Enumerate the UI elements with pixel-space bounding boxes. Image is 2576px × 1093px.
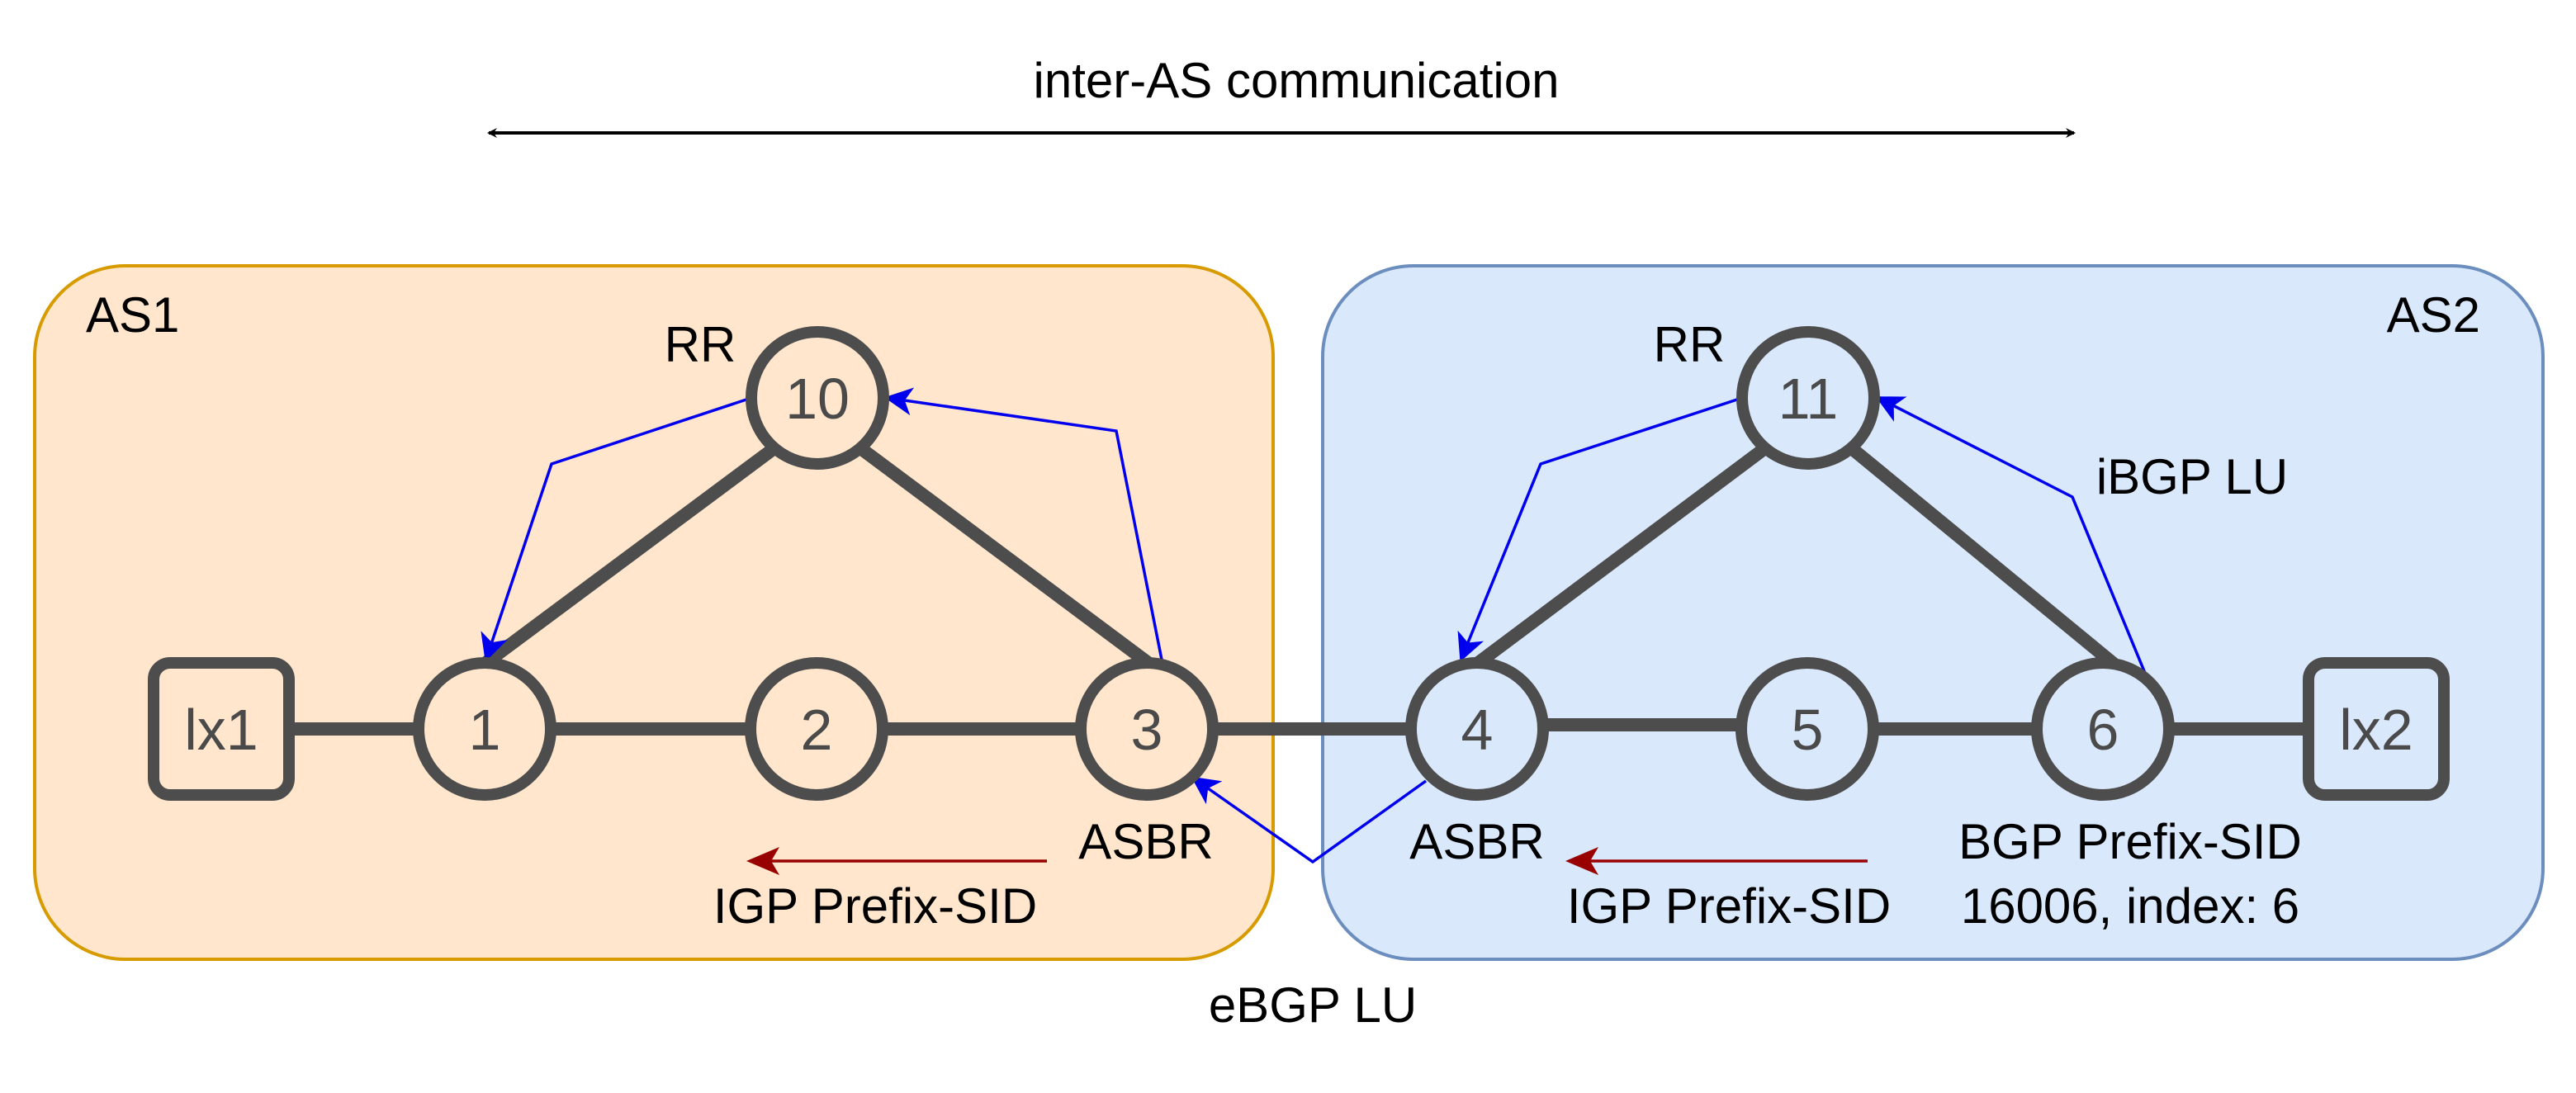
router-1-label: 1 xyxy=(469,698,501,762)
asbr-label-as1: ASBR xyxy=(1078,814,1213,869)
bgp-arrow-10-to-1 xyxy=(481,396,752,662)
bgp-arrow-4-to-3 xyxy=(1191,776,1428,864)
host-lx1-label: lx1 xyxy=(184,698,258,762)
rr-label-as1: RR xyxy=(665,317,736,372)
bgp-arrow-3-to-10 xyxy=(884,387,1164,665)
link-10-3 xyxy=(859,444,1153,670)
host-lx2[interactable] xyxy=(2303,657,2450,801)
router-6-label: 6 xyxy=(2087,698,2119,762)
router-1-circle xyxy=(413,657,556,801)
router-3-circle xyxy=(1075,657,1219,801)
ebgp-lu-label: eBGP LU xyxy=(1209,977,1417,1033)
igp-prefix-sid-label-as1: IGP Prefix-SID xyxy=(713,878,1037,934)
router-6-circle xyxy=(2031,657,2175,801)
router-6[interactable]: 6 xyxy=(2031,657,2175,801)
router-5[interactable]: 5 xyxy=(1735,657,1879,801)
router-11-circle xyxy=(1736,326,1880,470)
router-2[interactable]: 2 xyxy=(745,657,888,801)
as1-region xyxy=(33,264,1275,961)
router-4[interactable]: 4 xyxy=(1405,657,1549,801)
router-2-circle xyxy=(745,657,888,801)
router-11-label: 11 xyxy=(1778,367,1839,431)
bgp-arrows xyxy=(481,387,2150,864)
asbr-label-as2: ASBR xyxy=(1409,814,1544,869)
router-10-circle xyxy=(746,326,889,470)
router-11[interactable]: 11 xyxy=(1736,326,1880,470)
router-3[interactable]: 3 xyxy=(1075,657,1219,801)
ibgp-lu-label: iBGP LU xyxy=(2096,449,2288,504)
router-4-label: 4 xyxy=(1461,698,1494,762)
as1-label: AS1 xyxy=(86,287,179,343)
router-10[interactable]: 10 xyxy=(746,326,889,470)
router-4-circle xyxy=(1405,657,1549,801)
router-5-circle xyxy=(1735,657,1879,801)
bgp-arrow-6-to-11 xyxy=(1875,396,2150,682)
router-1[interactable]: 1 xyxy=(413,657,556,801)
link-4-11 xyxy=(1473,444,1767,670)
host-lx1[interactable] xyxy=(148,657,295,801)
as2-label: AS2 xyxy=(2387,287,2480,343)
router-10-label: 10 xyxy=(785,367,850,431)
router-5-label: 5 xyxy=(1792,698,1824,762)
bgp-prefix-sid-value: 16006, index: 6 xyxy=(1961,878,2299,934)
host-lx2-label: lx2 xyxy=(2339,698,2413,762)
bgp-prefix-sid-label: BGP Prefix-SID xyxy=(1958,814,2302,869)
router-2-label: 2 xyxy=(801,698,833,762)
rr-label-as2: RR xyxy=(1654,317,1726,372)
igp-prefix-sid-label-as2: IGP Prefix-SID xyxy=(1567,878,1891,934)
as2-region xyxy=(1321,264,2545,961)
link-1-10 xyxy=(481,444,776,670)
links xyxy=(289,444,2308,736)
link-11-6 xyxy=(1849,444,2119,670)
bgp-arrow-11-to-4 xyxy=(1457,396,1743,662)
router-3-label: 3 xyxy=(1131,698,1163,762)
diagram-title: inter-AS communication xyxy=(1034,53,1560,108)
